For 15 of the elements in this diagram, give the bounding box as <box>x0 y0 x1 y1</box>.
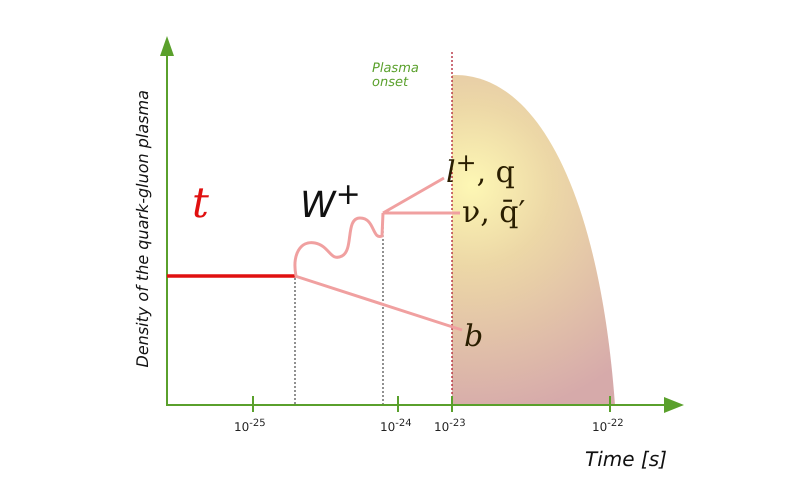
particle-line <box>382 176 445 214</box>
tick-label: 10$^{-22}$ <box>592 418 624 434</box>
tick-label: 10$^{-24}$ <box>380 418 412 434</box>
particle-line <box>294 274 462 332</box>
particle-line <box>383 212 460 214</box>
particle-label: W$^{+}$ <box>300 178 361 226</box>
axis-title: Time [s] <box>585 448 667 470</box>
tick-label: 10$^{-23}$ <box>434 418 466 434</box>
axis-title: Density of the quark-gluon plasma <box>134 89 152 370</box>
particle-label: ν, q̄′ <box>462 198 526 228</box>
particle-label: b <box>464 322 484 352</box>
onset-label: Plasma onset <box>372 62 420 91</box>
particle-label: t <box>192 180 209 226</box>
tick-label: 10$^{-25}$ <box>234 418 266 434</box>
particle-label: l$^{+}$, q <box>446 150 515 188</box>
